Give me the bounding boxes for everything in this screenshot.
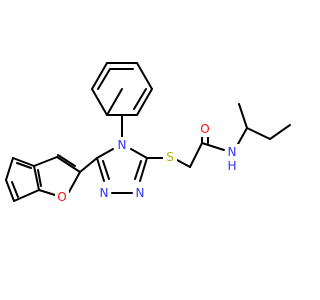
bond-n1-c5 <box>96 157 105 182</box>
bond-ch-methyl <box>238 103 248 129</box>
bond-c5-bf <box>79 157 98 173</box>
atom-n-triazole-1: N <box>97 185 111 201</box>
bond-nh-ch <box>237 127 248 145</box>
bond-furan-c3a-c7a <box>33 165 40 191</box>
molecule-diagram: N N N S O N H O <box>5 62 291 205</box>
bond-benz-inner-1 <box>16 162 32 169</box>
atom-n4-label: N <box>118 138 127 152</box>
bond-phenyl-3 <box>91 62 108 90</box>
bond-phenyl-5 <box>136 62 153 90</box>
bond-furan-c7a-o <box>38 189 56 196</box>
bond-phenyl-inner-1 <box>97 68 111 90</box>
structure-svg: N N N S O N H O <box>5 62 291 205</box>
atom-n-amide-label: N <box>228 145 237 159</box>
atom-labels: N N N S O N H O <box>55 121 239 205</box>
bond-phenyl-1 <box>106 88 123 116</box>
bond-furan-o-c2 <box>68 171 81 193</box>
atom-h-amide-label: H <box>227 159 236 173</box>
bond-co-nh <box>201 142 225 151</box>
atom-n-triazole-2: N <box>133 185 147 201</box>
atom-o-carbonyl-label: O <box>200 122 209 136</box>
atom-s-thioether: S <box>163 149 177 165</box>
atom-n-amide: N H <box>225 144 239 174</box>
bond-n4-c3 <box>130 148 148 159</box>
atom-o-benzofuran-label: O <box>57 190 66 204</box>
bond-furan-c2-c3-double <box>57 154 76 167</box>
atom-s-label: S <box>166 150 174 164</box>
atom-o-carbonyl: O <box>198 121 212 137</box>
bond-benz-3 <box>5 179 15 202</box>
bond-furan-c2-c3 <box>56 156 81 173</box>
bond-s-ch2 <box>176 159 191 168</box>
bond-phenyl-6 <box>136 88 153 116</box>
bond-furan-c3-c3a <box>33 156 58 167</box>
bond-ch2-co <box>189 142 203 168</box>
atom-n2-label: N <box>136 186 145 200</box>
bond-benz-4 <box>13 189 40 202</box>
atom-n-triazole-4: N <box>115 137 129 153</box>
bond-n1-c5-double <box>102 160 110 180</box>
bond-benz-inner-3 <box>37 169 42 187</box>
bond-phenyl-inner-2 <box>133 88 147 110</box>
bond-ch2-ch3 <box>269 124 291 140</box>
bond-c5-n4 <box>96 148 114 159</box>
bond-c3-n2-double <box>134 160 142 180</box>
atom-n1-label: N <box>100 186 109 200</box>
atom-o-benzofuran: O <box>55 189 69 205</box>
bond-benz-inner-2 <box>11 181 19 198</box>
bond-ch-ch2 <box>246 127 271 140</box>
bond-benz-1 <box>12 157 35 167</box>
bond-c3-n2 <box>139 157 148 182</box>
bond-benz-2 <box>5 157 14 181</box>
bond-phenyl-2 <box>91 88 108 116</box>
bonds <box>5 62 291 202</box>
